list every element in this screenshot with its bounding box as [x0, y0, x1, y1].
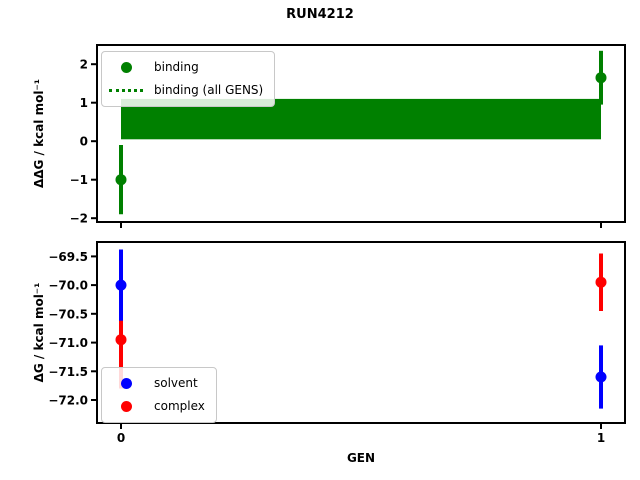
legend-item-complex: complex [108, 395, 205, 418]
x-tick-label: 0 [117, 431, 125, 445]
legend-label-solvent: solvent [154, 376, 198, 390]
marker-solvent [595, 371, 607, 383]
axes-frame [96, 241, 626, 424]
y-tick-label: −1 [70, 173, 88, 187]
y-tick-label: −71.5 [48, 365, 88, 379]
legend-handle [108, 378, 144, 389]
legend-item-binding: binding [108, 56, 263, 79]
legend-handle [108, 401, 144, 412]
axes-frame [96, 44, 626, 223]
y-tick-label: 0 [80, 135, 88, 149]
y-axis-label: ΔΔG / kcal mol⁻¹ [32, 79, 46, 188]
y-tick-label: −69.5 [48, 250, 88, 264]
legend-label-binding: binding [154, 60, 199, 74]
marker-complex [595, 276, 607, 288]
legend-item-solvent: solvent [108, 372, 205, 395]
solvent-marker-icon [120, 378, 132, 389]
legend-binding: binding binding (all GENS) [101, 51, 276, 107]
y-tick-label: 2 [80, 58, 88, 72]
complex-marker-icon [120, 401, 132, 412]
figure-title: RUN4212 [286, 7, 354, 22]
legend-label-complex: complex [154, 399, 205, 413]
series-solvent [115, 249, 607, 409]
legend-item-binding-all-gens: binding (all GENS) [108, 79, 263, 102]
y-tick-label: −72.0 [48, 394, 88, 408]
x-tick-label: 1 [597, 431, 605, 445]
legend-solvent-complex: solvent complex [101, 367, 217, 423]
legend-handle [108, 89, 144, 92]
y-tick-label: −2 [70, 212, 88, 226]
legend-handle [108, 62, 144, 73]
legend-label-binding-all-gens: binding (all GENS) [154, 83, 264, 97]
dotted-line-icon [109, 89, 143, 92]
subplot-0: 2 1 0 −1 −2 ΔΔG / kcal mol⁻¹ [32, 44, 626, 228]
y-tick-label: −70.5 [48, 307, 88, 321]
y-tick-label: −70.0 [48, 279, 88, 293]
y-axis-label: ΔG / kcal mol⁻¹ [32, 283, 46, 383]
y-tick-label: −71.0 [48, 336, 88, 350]
marker-complex [115, 334, 127, 346]
series-binding [115, 50, 607, 215]
binding-marker-icon [120, 62, 132, 73]
marker-binding [595, 72, 607, 84]
subplot-1: −69.5 −70.0 −70.5 −71.0 −71.5 −72.0 0 1 ΔG / kca… [32, 241, 626, 465]
x-axis-label: GEN [347, 451, 375, 465]
marker-solvent [115, 279, 127, 291]
marker-binding [115, 174, 127, 186]
y-tick-label: 1 [80, 96, 88, 110]
